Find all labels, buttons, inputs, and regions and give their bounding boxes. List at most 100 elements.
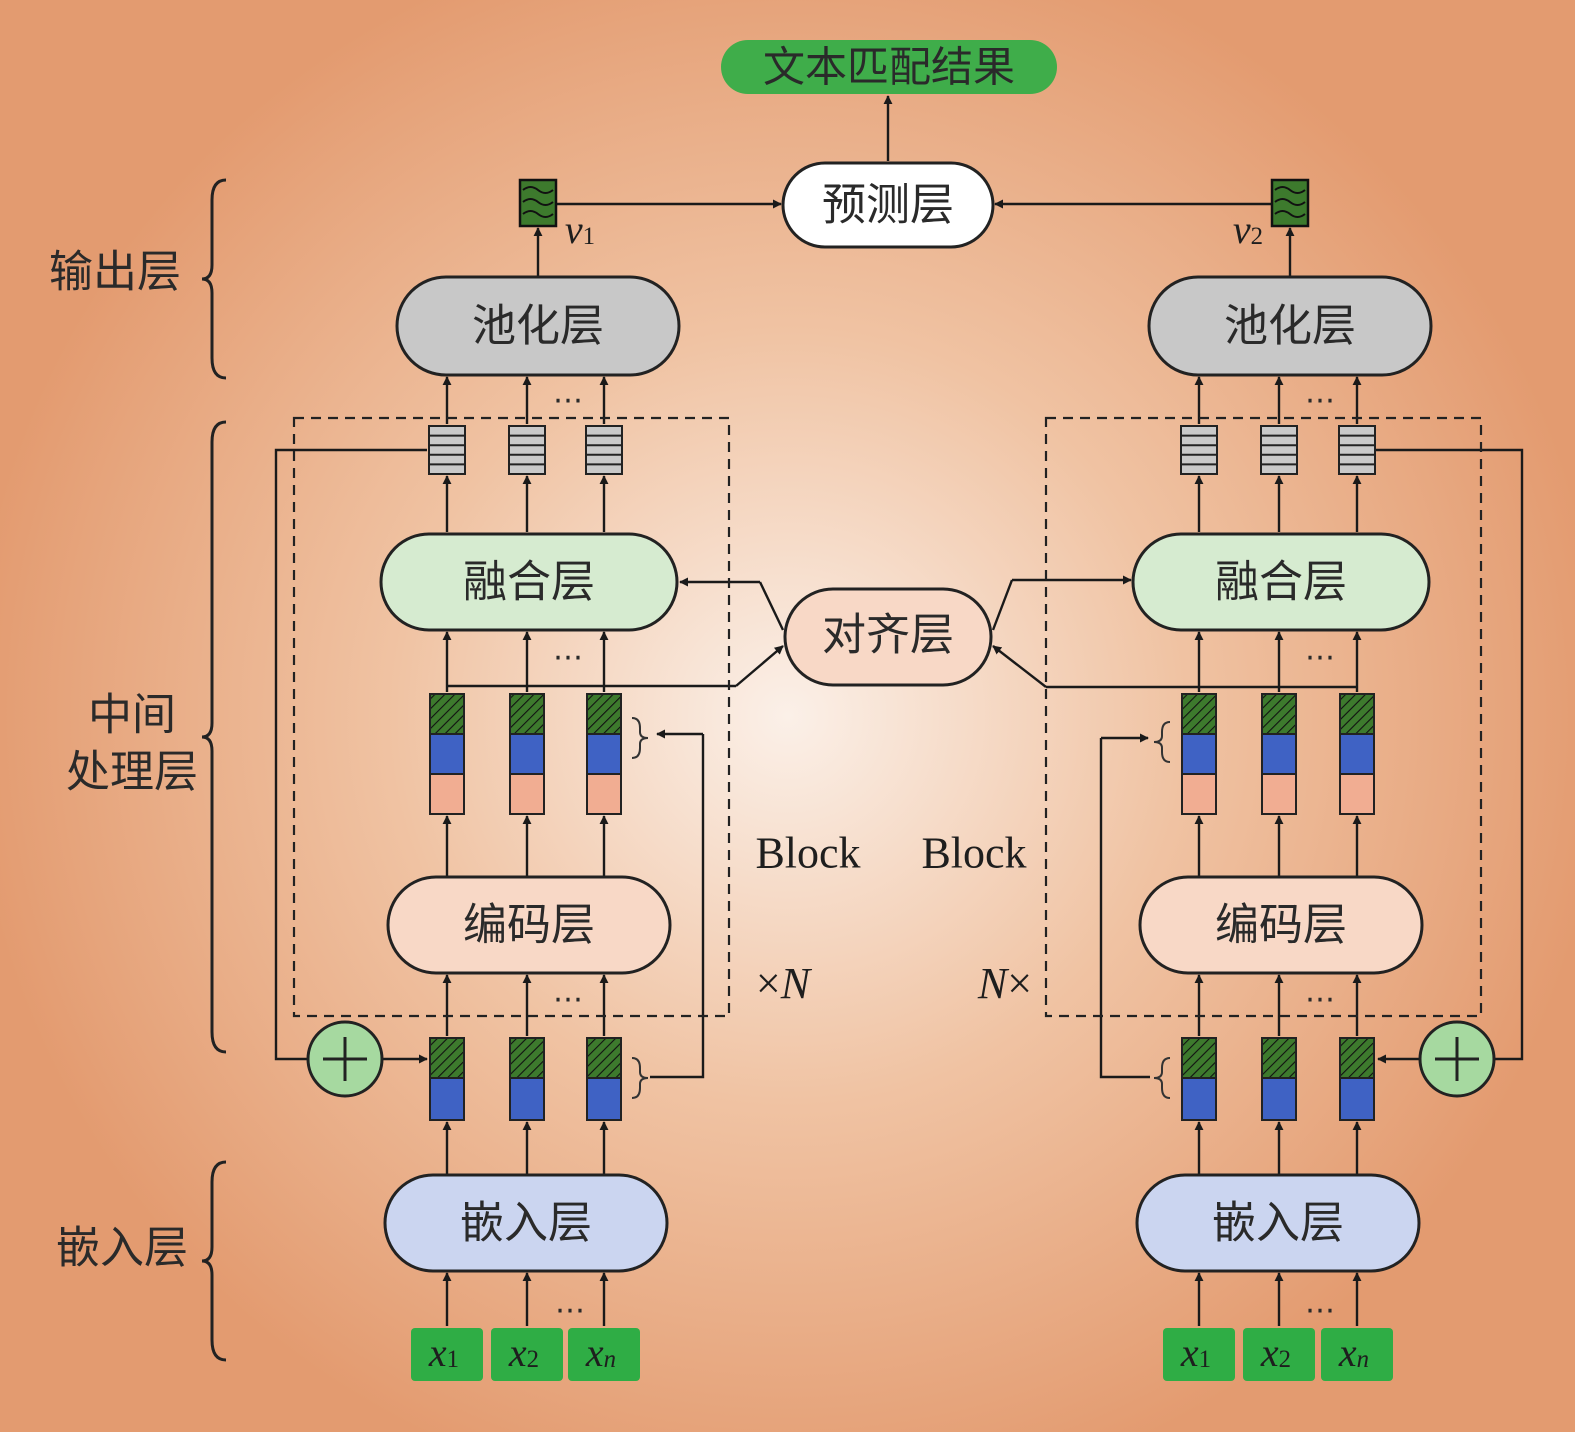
label-middle-2: 处理层 — [66, 747, 198, 798]
align-pill — [783, 587, 993, 687]
tower-left-ellipsis-enc: … — [553, 975, 583, 1010]
label-v1-sub: 1 — [583, 223, 595, 250]
tower-left-input-label-1-main: x — [428, 1330, 447, 1375]
tower-left-block-2-blue — [509, 733, 545, 775]
tower-right-residual — [1376, 448, 1524, 1061]
tower-right-embvec-1 — [1181, 1037, 1217, 1121]
tower-right-fuse — [1131, 532, 1431, 632]
tower-right-ellipsis-input: … — [1305, 1286, 1335, 1321]
tower-left-vector — [518, 178, 558, 228]
tower-left-input-label-2-sub: 2 — [527, 1346, 539, 1373]
tower-right-input-label-1-main: x — [1180, 1330, 1199, 1375]
tower-left-block-1-salmon — [429, 773, 465, 815]
tower-left-embvec-2-blue — [509, 1077, 545, 1121]
tower-right-block-1 — [1181, 693, 1217, 815]
tower-right-input-label-3-main: x — [1338, 1330, 1357, 1375]
tower-left-embed-label: 嵌入层 — [460, 1198, 592, 1249]
tower-left-vector-wave — [522, 186, 554, 194]
result-label: 文本匹配结果 — [763, 43, 1015, 92]
tower-right-block-2-green — [1261, 693, 1297, 735]
connector-layer — [274, 95, 1524, 1326]
tower-left-embvec-3 — [586, 1037, 622, 1121]
tower-right-encode-label: 编码层 — [1215, 900, 1347, 951]
tower-left-input-1 — [411, 1328, 483, 1381]
brace-middle — [201, 420, 227, 1054]
tower-right-brace-top — [1153, 721, 1171, 763]
line-align-to-right-fuse — [991, 579, 1014, 631]
align-label: 对齐层 — [822, 610, 954, 661]
tower-right-block-1-salmon — [1181, 773, 1217, 815]
tower-left-feature-3 — [585, 425, 623, 475]
tower-right-fuse-label: 融合层 — [1215, 557, 1347, 608]
tower-right-loop — [1099, 738, 1150, 1079]
tower-left-feature-2 — [508, 425, 546, 475]
tower-right-feature-3 — [1338, 425, 1376, 475]
label-v1: v1 — [565, 207, 595, 252]
tower-right-embvec-1-blue — [1181, 1077, 1217, 1121]
tower-left-block-2-green — [509, 693, 545, 735]
tower-right-block-3-green — [1339, 693, 1375, 735]
tower-right-feature-2-box — [1260, 425, 1298, 475]
line-align-to-left-fuse — [758, 581, 785, 631]
tower-right-block-1-green — [1181, 693, 1217, 735]
tower-right-embvec-2-green — [1261, 1037, 1297, 1079]
tower-left-block-3-salmon — [586, 773, 622, 815]
tower-left-ellipsis-pool: … — [553, 376, 583, 411]
tower-left-input-2 — [491, 1328, 563, 1381]
arrow-left-align — [735, 645, 784, 687]
label-embed-layer: 嵌入层 — [56, 1223, 188, 1274]
tower-right-embvec-3-blue — [1339, 1077, 1375, 1121]
tower-right-embvec-2 — [1261, 1037, 1297, 1121]
tower-left-ellipsis-input: … — [555, 1286, 585, 1321]
tower-left-fuse-label: 融合层 — [463, 557, 595, 608]
tower-left-embvec-1-green — [429, 1037, 465, 1079]
tower-left-input-label-1-sub: 1 — [447, 1346, 459, 1373]
tower-right-block-3 — [1339, 693, 1375, 815]
tower-right-vector — [1270, 178, 1310, 228]
tower-right-input-label-3-sub: n — [1357, 1346, 1369, 1373]
tower-right-ellipsis-enc: … — [1305, 975, 1335, 1010]
label-block-left: Block — [755, 829, 860, 878]
tower-left-vector-wave — [522, 210, 554, 218]
tower-left-feature-1-box — [428, 425, 466, 475]
tower-left-block-2 — [509, 693, 545, 815]
tower-right-input-1 — [1163, 1328, 1235, 1381]
tower-left-block-1-blue — [429, 733, 465, 775]
tower-left-embvec-3-green — [586, 1037, 622, 1079]
tower-left-encode-label: 编码层 — [463, 900, 595, 951]
tower-right-ellipsis-fuse: … — [1305, 633, 1335, 668]
tower-right-block-2-salmon — [1261, 773, 1297, 815]
tower-left-fuse — [379, 532, 679, 632]
tower-right-feature-1-box — [1180, 425, 1218, 475]
times-sign-right: × — [1007, 959, 1032, 1008]
tower-right-feature-3-box — [1338, 425, 1376, 475]
tower-right-block-3-blue — [1339, 733, 1375, 775]
tower-right-embvec-3-green — [1339, 1037, 1375, 1079]
label-output-layer: 输出层 — [49, 247, 181, 298]
label-v2-main: v — [1233, 207, 1251, 252]
tower-right-input-label-2-sub: 2 — [1279, 1346, 1291, 1373]
tower-right-pool-label: 池化层 — [1224, 301, 1356, 352]
tower-left-encode — [386, 875, 672, 975]
label-v2: v2 — [1233, 207, 1263, 252]
tower-left-input-3 — [568, 1328, 640, 1381]
tower-left-block-2-salmon — [509, 773, 545, 815]
tower-left-pool-label: 池化层 — [472, 301, 604, 352]
tower-left-block-3 — [586, 693, 622, 815]
tower-left-input-label-2-main: x — [508, 1330, 527, 1375]
tower-left-embvec-2 — [509, 1037, 545, 1121]
tower-right-input-label-1-sub: 1 — [1199, 1346, 1211, 1373]
prediction-label: 预测层 — [822, 180, 954, 231]
tower-left-residual — [274, 448, 427, 1061]
tower-right-feature-1 — [1180, 425, 1218, 475]
tower-right-embvec-2-blue — [1261, 1077, 1297, 1121]
label-v1-main: v — [565, 207, 583, 252]
tower-left-feature-3-box — [585, 425, 623, 475]
tower-left-feature-2-box — [508, 425, 546, 475]
tower-right-input-label-3: xn — [1338, 1330, 1369, 1375]
tower-left-input-label-2: x2 — [508, 1330, 539, 1375]
n-left: N — [780, 959, 813, 1008]
